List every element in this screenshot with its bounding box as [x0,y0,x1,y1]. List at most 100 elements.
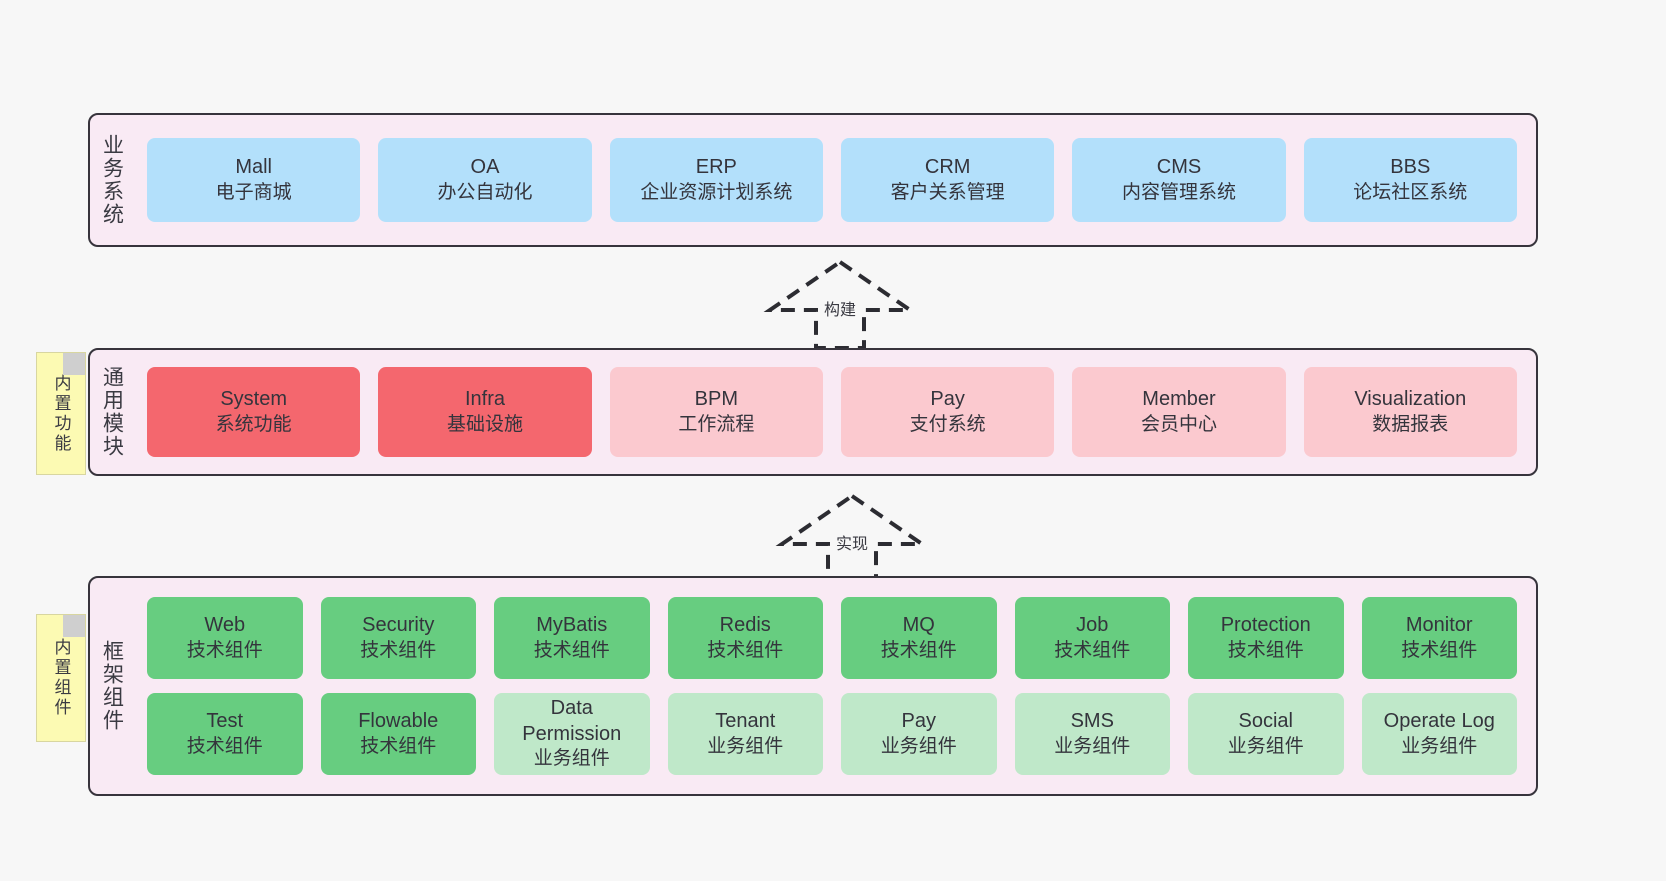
node-name: System [220,388,287,411]
node-name: Test [206,710,244,733]
node-protection[interactable]: Protection 技术组件 [1188,597,1344,679]
node-redis[interactable]: Redis 技术组件 [667,597,823,679]
arrow-build: 构建 [760,258,920,350]
node-monitor[interactable]: Monitor 技术组件 [1361,597,1517,679]
node-test[interactable]: Test 技术组件 [147,693,303,775]
node-desc: 技术组件 [707,639,784,661]
node-bpm[interactable]: BPM 工作流程 [609,367,823,457]
node-job[interactable]: Job 技术组件 [1014,597,1170,679]
node-desc: 业务组件 [1401,735,1478,757]
node-name: Security [362,614,435,637]
arrow-build-label: 构建 [823,302,857,319]
node-name: Mall [235,156,272,179]
layer-common-modules: 通用模块 System 系统功能 Infra 基础设施 BPM 工作流程 Pay… [88,348,1538,476]
node-data-permission[interactable]: Data Permission 业务组件 [494,693,650,775]
node-name: Data Permission [522,697,622,745]
node-desc: 基础设施 [446,413,523,435]
node-desc: 技术组件 [1401,639,1478,661]
node-desc: 论坛社区系统 [1353,181,1468,203]
layer-body-common-modules: System 系统功能 Infra 基础设施 BPM 工作流程 Pay 支付系统… [134,350,1536,474]
node-sms[interactable]: SMS 业务组件 [1014,693,1170,775]
sticky-note-label: 内置组件 [51,638,71,718]
node-tenant[interactable]: Tenant 业务组件 [667,693,823,775]
node-name: MQ [902,614,935,637]
node-crm[interactable]: CRM 客户关系管理 [840,138,1055,222]
node-desc: 数据报表 [1372,413,1449,435]
node-operate-log[interactable]: Operate Log 业务组件 [1361,693,1517,775]
node-name: Flowable [358,710,439,733]
node-name: Infra [464,388,505,411]
node-name: Pay [901,710,936,733]
node-name: Monitor [1405,614,1473,637]
node-desc: 技术组件 [360,735,437,757]
node-desc: 系统功能 [215,413,292,435]
node-erp[interactable]: ERP 企业资源计划系统 [609,138,823,222]
node-desc: 企业资源计划系统 [640,181,793,203]
node-desc: 业务组件 [1227,735,1304,757]
node-desc: 支付系统 [909,413,986,435]
layer-title-framework-components: 框架组件 [100,640,124,732]
node-name: Pay [930,388,965,411]
layer-body-framework-components: Web 技术组件 Security 技术组件 MyBatis 技术组件 Redi… [134,578,1536,794]
framework-row-business: Test 技术组件 Flowable 技术组件 Data Permission … [138,693,1526,775]
node-desc: 业务组件 [1054,735,1131,757]
layer-title-business-systems: 业务系统 [100,134,124,226]
node-flowable[interactable]: Flowable 技术组件 [320,693,476,775]
node-social[interactable]: Social 业务组件 [1188,693,1344,775]
node-name: BBS [1390,156,1431,179]
sticky-note-builtin-features: 内置功能 [36,352,86,475]
node-name: CMS [1156,156,1202,179]
node-desc: 业务组件 [533,748,610,770]
node-desc: 业务组件 [880,735,957,757]
node-name: MyBatis [536,614,608,637]
node-name: Job [1076,614,1109,637]
node-name: Redis [719,614,771,637]
node-name: Tenant [715,710,776,733]
node-name: OA [470,156,500,179]
node-security[interactable]: Security 技术组件 [320,597,476,679]
node-desc: 技术组件 [186,639,263,661]
layer-framework-components: 框架组件 Web 技术组件 Security 技术组件 MyBatis 技术组件… [88,576,1538,796]
node-desc: 技术组件 [1054,639,1131,661]
node-desc: 业务组件 [707,735,784,757]
layer-title-common-modules: 通用模块 [100,366,124,458]
node-desc: 办公自动化 [437,181,533,203]
node-bbs[interactable]: BBS 论坛社区系统 [1303,138,1517,222]
node-desc: 技术组件 [186,735,263,757]
node-infra[interactable]: Infra 基础设施 [378,367,592,457]
node-name: Web [204,614,246,637]
node-desc: 内容管理系统 [1121,181,1236,203]
node-desc: 技术组件 [880,639,957,661]
node-mq[interactable]: MQ 技术组件 [841,597,997,679]
node-name: Visualization [1354,388,1467,411]
arrow-implement: 实现 [772,492,932,584]
node-name: Social [1238,710,1293,733]
layer-business-systems: 业务系统 Mall 电子商城 OA 办公自动化 ERP 企业资源计划系统 CRM… [88,113,1538,247]
arrow-implement-label: 实现 [835,536,869,553]
node-desc: 工作流程 [678,413,755,435]
node-pay-module[interactable]: Pay 支付系统 [840,367,1055,457]
node-name: Operate Log [1383,710,1495,733]
node-web[interactable]: Web 技术组件 [147,597,303,679]
node-name: SMS [1070,710,1114,733]
node-desc: 技术组件 [1227,639,1304,661]
node-desc: 电子商城 [215,181,292,203]
node-mall[interactable]: Mall 电子商城 [147,138,361,222]
node-name: BPM [694,388,738,411]
node-oa[interactable]: OA 办公自动化 [378,138,592,222]
node-visualization[interactable]: Visualization 数据报表 [1303,367,1517,457]
sticky-note-builtin-components: 内置组件 [36,614,86,742]
node-cms[interactable]: CMS 内容管理系统 [1072,138,1286,222]
node-mybatis[interactable]: MyBatis 技术组件 [494,597,650,679]
node-pay-component[interactable]: Pay 业务组件 [841,693,997,775]
node-member[interactable]: Member 会员中心 [1072,367,1286,457]
sticky-note-label: 内置功能 [51,373,71,454]
node-desc: 技术组件 [533,639,610,661]
node-desc: 客户关系管理 [890,181,1005,203]
node-name: CRM [924,156,971,179]
node-name: Member [1142,388,1216,411]
node-system[interactable]: System 系统功能 [147,367,361,457]
layer-body-business-systems: Mall 电子商城 OA 办公自动化 ERP 企业资源计划系统 CRM 客户关系… [134,115,1536,245]
node-name: Protection [1220,614,1311,637]
